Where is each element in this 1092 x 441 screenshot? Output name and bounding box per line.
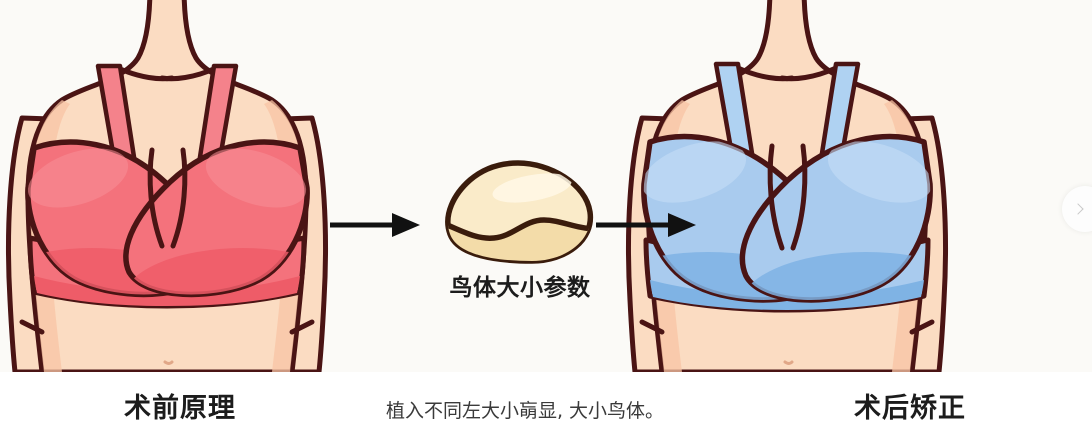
arrow-right-container (596, 208, 698, 246)
implant-container (440, 158, 600, 270)
carousel-next-button[interactable] (1062, 186, 1092, 232)
figure-after-surgery (620, 0, 1090, 400)
female-torso-blue-bra-icon (626, 0, 948, 375)
center-note-text: 植入不同左大小朚显, 大小鸟体。 (385, 400, 665, 422)
breast-implant-icon (445, 160, 594, 264)
caption-after-surgery: 术后矫正 (854, 393, 966, 424)
arrow-right-icon (596, 213, 696, 237)
caption-before-surgery: 术前原理 (124, 393, 236, 424)
female-torso-pink-bra-icon (6, 0, 328, 375)
chevron-right-icon (1072, 203, 1084, 215)
implant-label: 鸟体大小参数 (449, 275, 591, 301)
arrow-right-icon (330, 213, 420, 237)
figure-before-surgery (0, 0, 470, 400)
caption-band (0, 372, 1092, 441)
arrow-left-container (330, 208, 422, 246)
